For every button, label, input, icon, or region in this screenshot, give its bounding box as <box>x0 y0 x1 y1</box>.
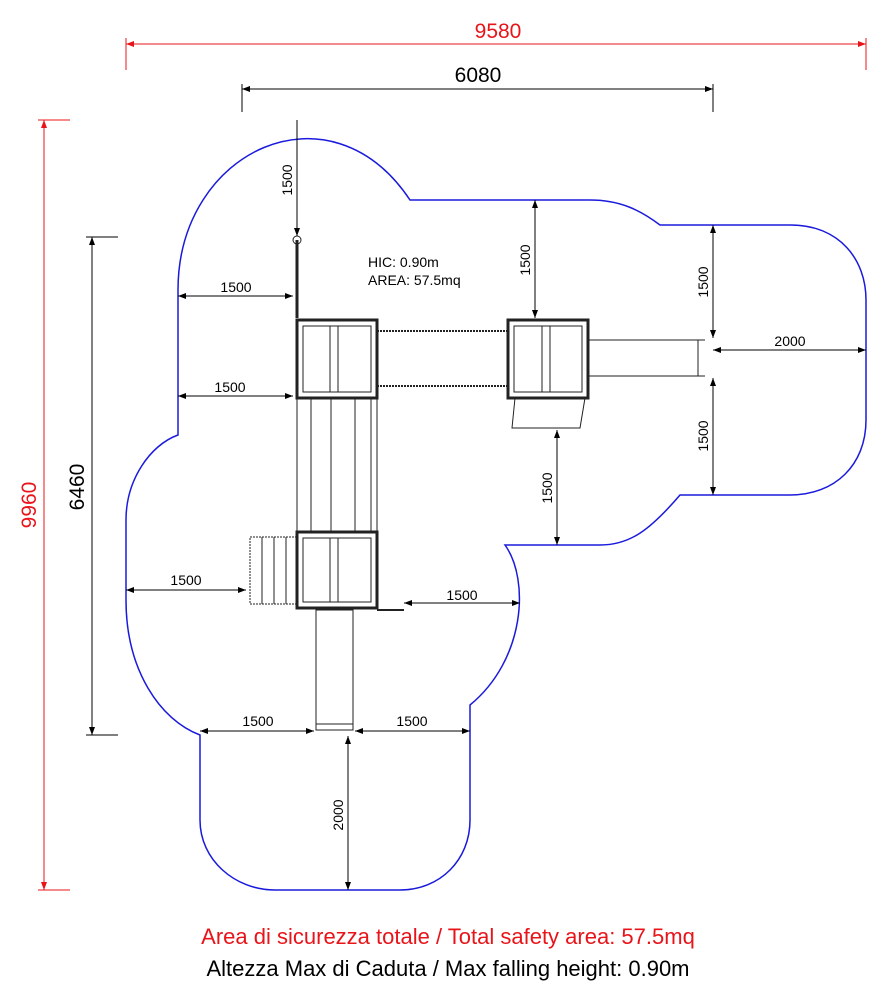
svg-text:2000: 2000 <box>330 799 346 830</box>
structure-width-label: 6080 <box>455 64 502 87</box>
svg-text:2000: 2000 <box>774 333 805 349</box>
svg-text:1500: 1500 <box>695 266 711 297</box>
total-area-caption: Area di sicurezza totale / Total safety … <box>201 924 695 949</box>
svg-text:1500: 1500 <box>539 472 555 503</box>
svg-text:1500: 1500 <box>170 572 201 588</box>
overall-height-label: 9960 <box>18 482 41 529</box>
notes: HIC: 0.90m AREA: 57.5mq <box>368 254 461 288</box>
clearance-labels: 1500 1500 1500 1500 1500 2000 1500 1500 … <box>170 164 805 830</box>
svg-text:1500: 1500 <box>446 587 477 603</box>
svg-text:1500: 1500 <box>214 379 245 395</box>
overall-height-dimension: 9960 <box>18 119 70 891</box>
svg-text:1500: 1500 <box>242 713 273 729</box>
svg-text:1500: 1500 <box>279 164 295 195</box>
structure-height-label: 6460 <box>66 464 89 511</box>
svg-text:1500: 1500 <box>396 713 427 729</box>
clearance-dimensions <box>126 120 866 890</box>
svg-text:1500: 1500 <box>220 279 251 295</box>
max-height-caption: Altezza Max di Caduta / Max falling heig… <box>206 956 690 981</box>
play-structure <box>249 235 705 731</box>
svg-text:1500: 1500 <box>517 244 533 275</box>
hic-note: HIC: 0.90m <box>368 254 439 270</box>
overall-width-dimension: 9580 <box>125 20 867 70</box>
overall-width-label: 9580 <box>475 20 522 43</box>
structure-height-dimension: 6460 <box>66 236 118 736</box>
structure-width-dimension: 6080 <box>241 64 714 112</box>
safety-area-outline <box>125 137 867 891</box>
svg-text:1500: 1500 <box>695 420 711 451</box>
area-note: AREA: 57.5mq <box>368 272 461 288</box>
